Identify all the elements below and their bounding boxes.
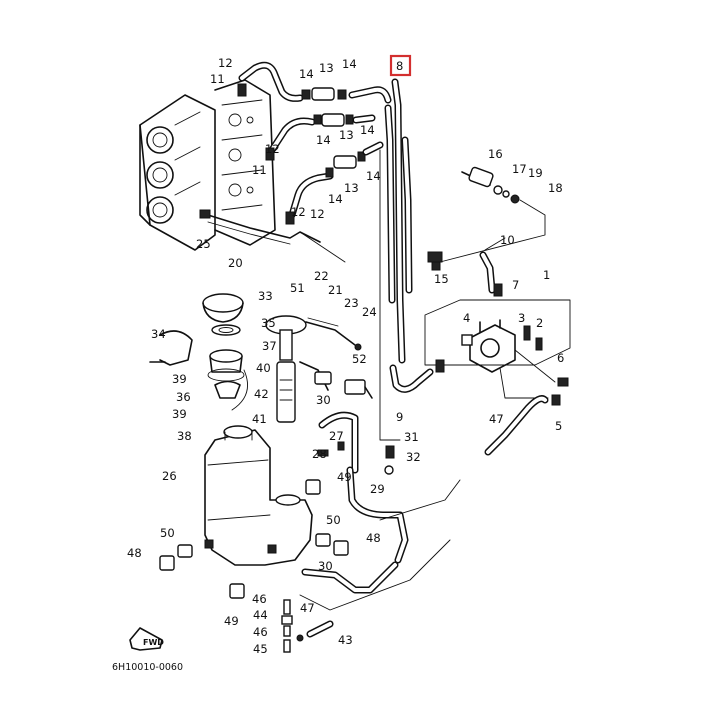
part-number-label: 14 [316, 133, 331, 147]
part-number-label: 49 [224, 614, 239, 628]
connector-52 [299, 361, 373, 399]
part-number-label: 38 [177, 429, 192, 443]
part-number-label: 35 [261, 316, 276, 330]
part-number-label: 20 [228, 256, 243, 270]
part-number-label: 49 [337, 470, 352, 484]
part-number-label: 30 [318, 559, 333, 573]
part-number-label: 29 [370, 482, 385, 496]
hose-8 [384, 78, 434, 393]
part-number-label: 41 [252, 412, 267, 426]
part-number-label: 11 [252, 163, 267, 177]
part-number-label: 14 [360, 123, 375, 137]
part-number-label: 45 [253, 642, 268, 656]
part-number-label: 12 [218, 56, 233, 70]
part-number-label: 12 [291, 205, 306, 219]
highlight-box-part-8 [389, 54, 412, 77]
part-number-label: 50 [326, 513, 341, 527]
lower-hoses [299, 411, 461, 611]
part-number-label: 25 [196, 237, 211, 251]
carburetor-assembly [139, 79, 276, 251]
part-number-label: 21 [328, 283, 343, 297]
part-number-label: 14 [328, 192, 343, 206]
part-number-label: 46 [252, 592, 267, 606]
part-number-label: 26 [162, 469, 177, 483]
fuel-pump-assembly [424, 283, 571, 406]
upper-fuel-hoses [237, 61, 392, 225]
part-number-label: 5 [555, 419, 562, 433]
part-number-label: 31 [404, 430, 419, 444]
part-number-label: 2 [536, 316, 543, 330]
svg-text:FWD: FWD [143, 638, 164, 647]
part-number-label: 47 [489, 412, 504, 426]
part-number-label: 42 [254, 387, 269, 401]
part-number-label: 1 [543, 268, 550, 282]
part-number-label: 6 [557, 351, 564, 365]
part-number-label: 28 [312, 447, 327, 461]
part-number-label: 22 [314, 269, 329, 283]
part-number-label: 8 [396, 59, 403, 73]
part-number-label: 27 [329, 429, 344, 443]
part-number-label: 15 [434, 272, 449, 286]
hose-10 [427, 237, 506, 294]
part-number-label: 48 [127, 546, 142, 560]
part-number-label: 23 [344, 296, 359, 310]
part-number-label: 36 [176, 390, 191, 404]
oil-filler-parts [149, 293, 248, 411]
part-number-label: 17 [512, 162, 527, 176]
leader-line-8 [379, 149, 401, 441]
part-number-label: 33 [258, 289, 273, 303]
part-number-label: 24 [362, 305, 377, 319]
part-number-label: 39 [172, 372, 187, 386]
part-number-label: 7 [512, 278, 519, 292]
part-number-label: 46 [253, 625, 268, 639]
part-number-label: 48 [366, 531, 381, 545]
part-number-label: 51 [290, 281, 305, 295]
fitting-16-19 [439, 166, 546, 263]
drawing-code: 6H10010-0060 [112, 662, 183, 673]
part-number-label: 40 [256, 361, 271, 375]
part-number-label: 34 [151, 327, 166, 341]
forward-direction-marker: FWD [129, 627, 164, 651]
part-number-label: 13 [319, 61, 334, 75]
small-fittings [317, 441, 395, 475]
part-number-label: 18 [548, 181, 563, 195]
joint-13-mid [313, 113, 354, 127]
drain-bolts [159, 479, 349, 599]
part-number-label: 47 [300, 601, 315, 615]
part-number-label: 14 [299, 67, 314, 81]
part-number-label: 4 [463, 311, 470, 325]
part-number-label: 30 [316, 393, 331, 407]
link-rod-20 [199, 209, 346, 263]
part-number-label: 13 [344, 181, 359, 195]
part-number-label: 32 [406, 450, 421, 464]
part-number-label: 14 [366, 169, 381, 183]
joint-13-top [301, 87, 347, 101]
part-number-label: 19 [528, 166, 543, 180]
part-number-label: 52 [352, 352, 367, 366]
part-number-label: 39 [172, 407, 187, 421]
part-number-label: 3 [518, 311, 525, 325]
part-number-label: 44 [253, 608, 268, 622]
part-number-label: 43 [338, 633, 353, 647]
part-number-label: 13 [339, 128, 354, 142]
part-number-label: 12 [310, 207, 325, 221]
part-number-label: 50 [160, 526, 175, 540]
joint-13-low [325, 151, 366, 178]
part-number-label: 16 [488, 147, 503, 161]
bottom-parts [281, 599, 334, 653]
part-number-label: 12 [265, 142, 280, 156]
part-number-label: 9 [396, 410, 403, 424]
part-number-label: 14 [342, 57, 357, 71]
oil-tank [204, 425, 313, 566]
part-number-label: 10 [500, 233, 515, 247]
oil-level-sensor [265, 315, 362, 423]
part-number-label: 37 [262, 339, 277, 353]
part-number-label: 11 [210, 72, 225, 86]
